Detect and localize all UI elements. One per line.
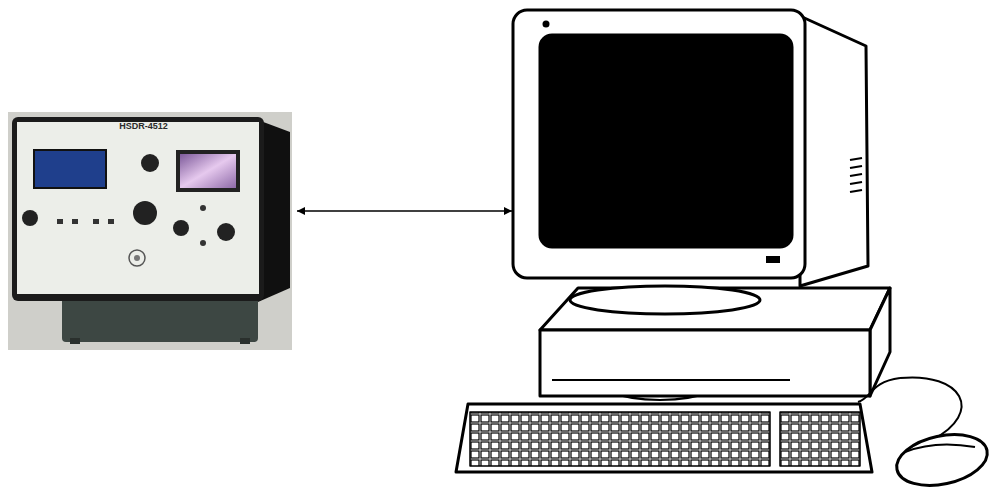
computer-monitor (512, 8, 874, 300)
receiver-photo (8, 112, 292, 350)
panel-label: HSDR-4512 (15, 122, 272, 132)
computer-drawing (456, 10, 992, 491)
receiver-unit: HSDR-4512 (8, 112, 292, 350)
double-arrow (297, 210, 512, 211)
